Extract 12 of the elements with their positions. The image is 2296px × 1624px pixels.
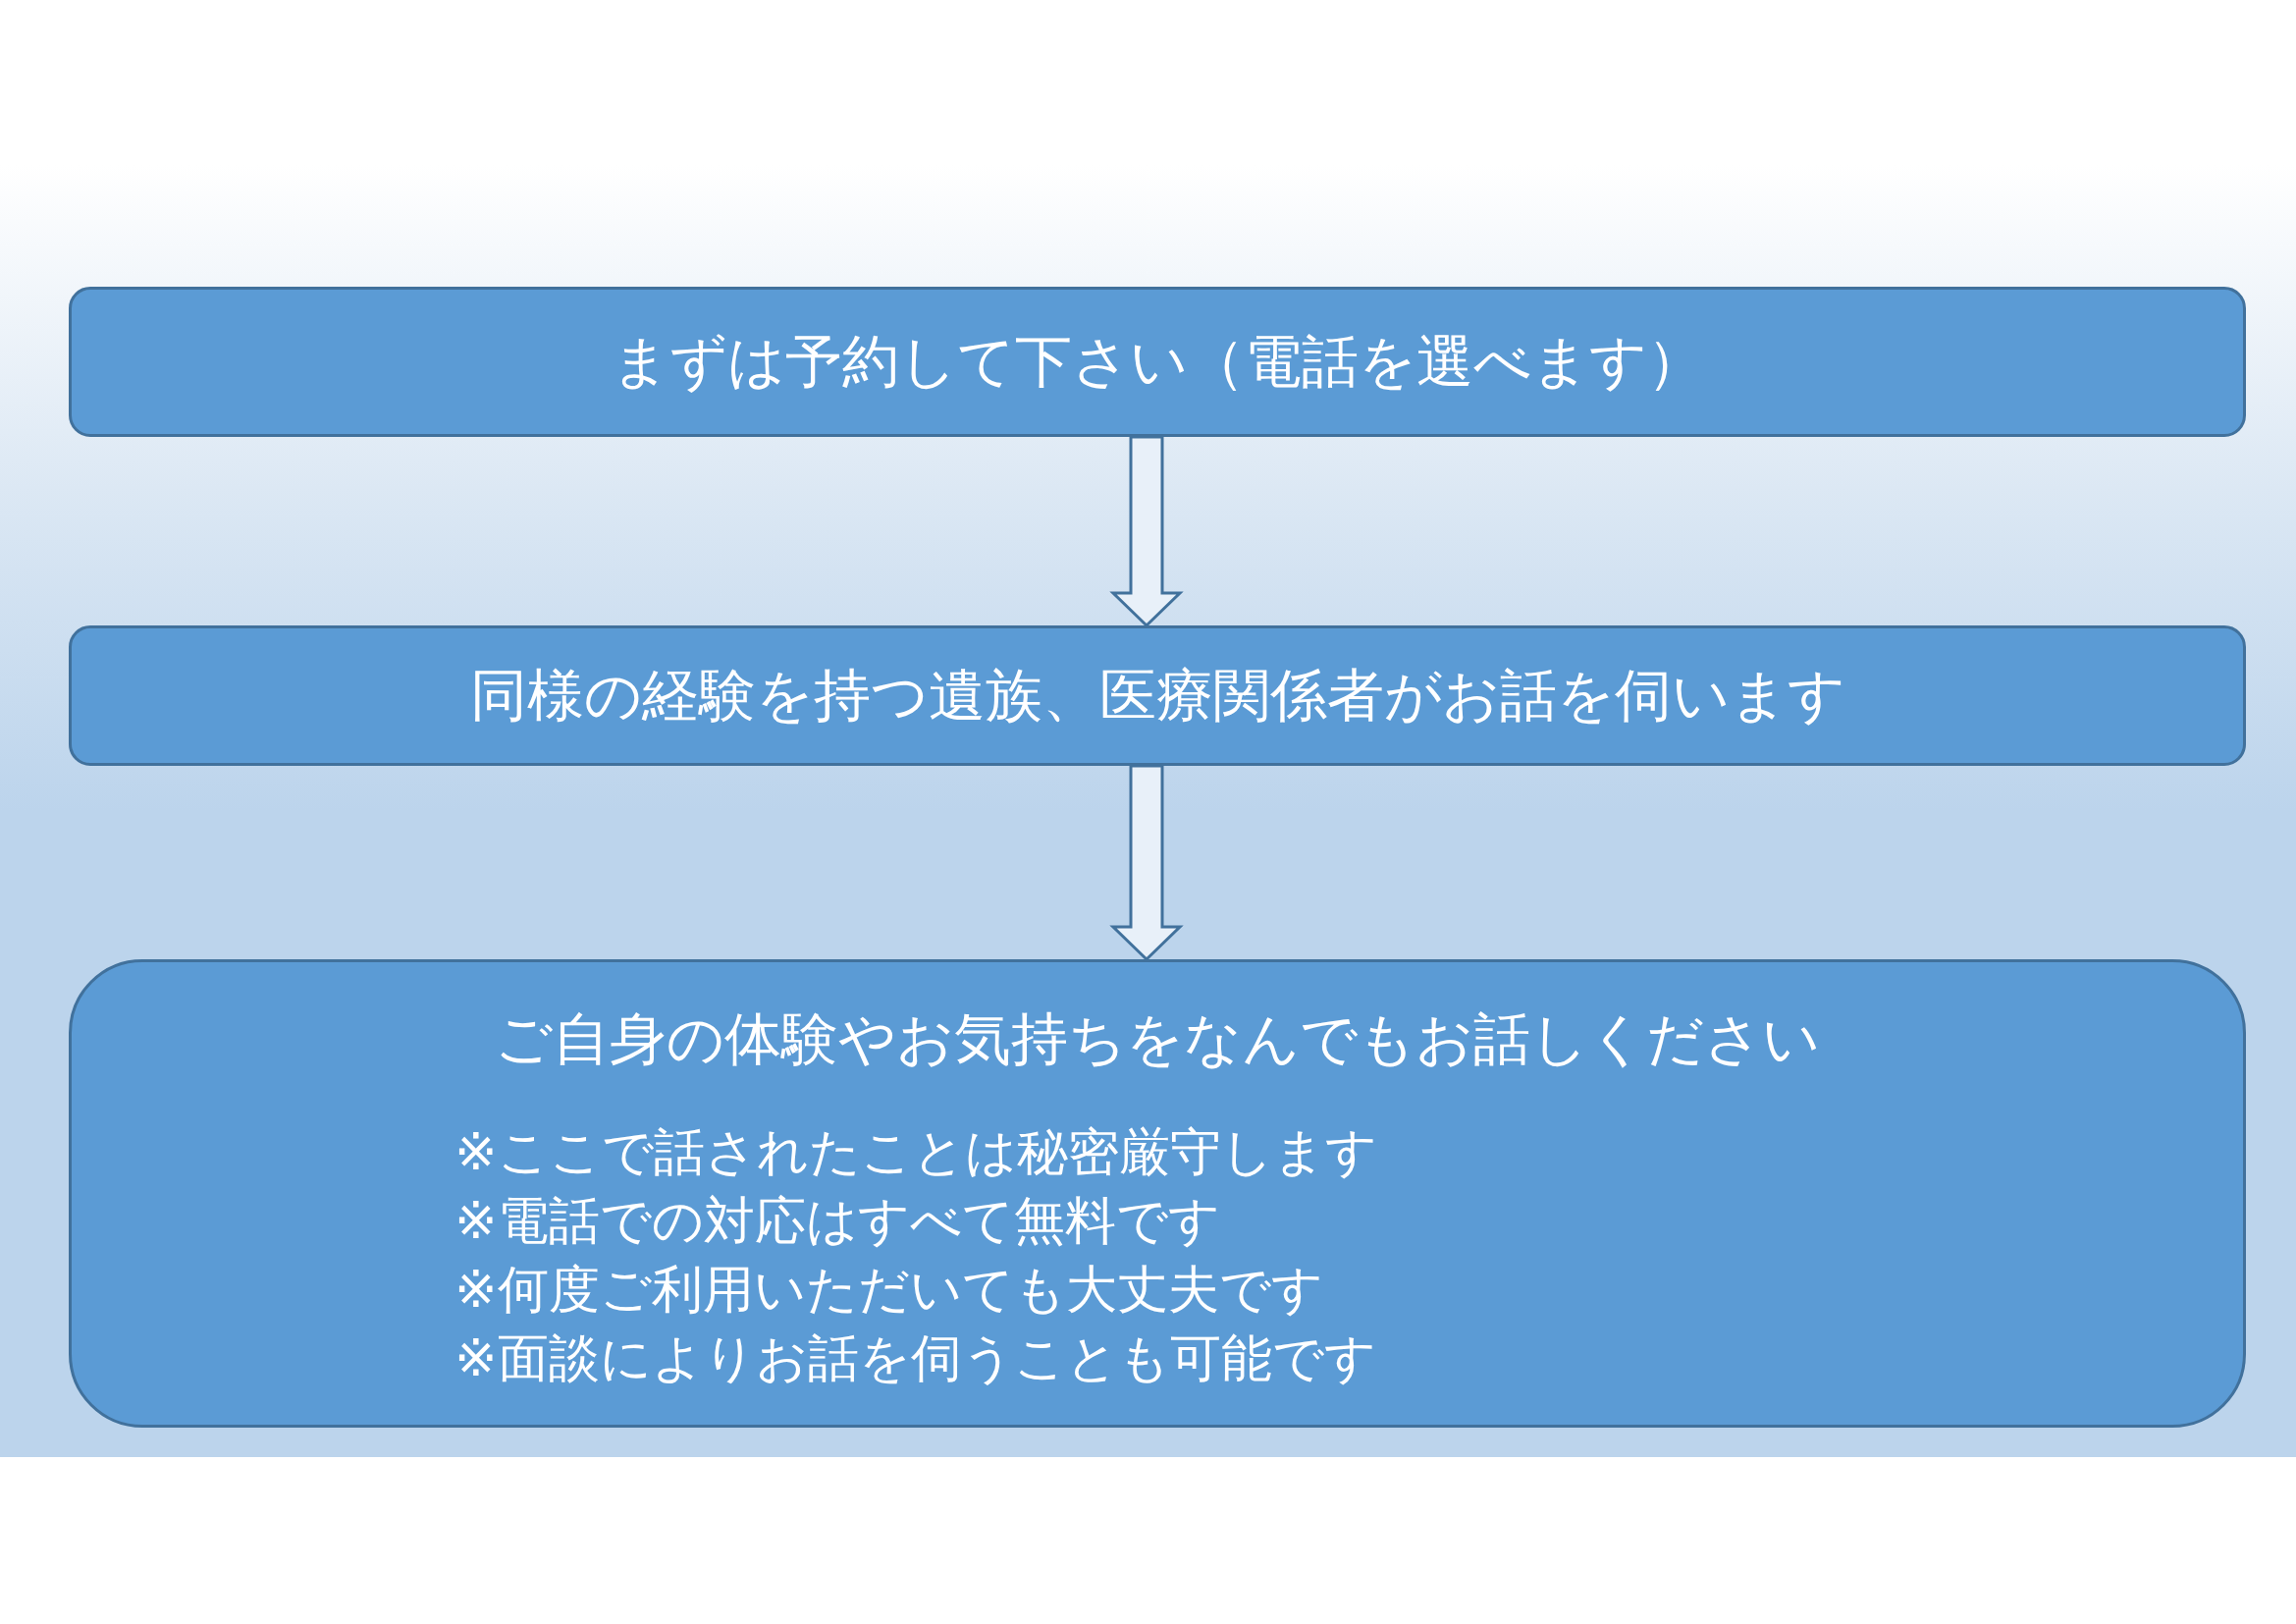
note-text: ※電話での対応はすべて無料です xyxy=(454,1190,1220,1252)
step-text: 同様の経験を持つ遺族、医療関係者がお話を伺います xyxy=(469,660,1845,731)
step-box xyxy=(69,287,2246,437)
block-arrow xyxy=(1109,435,1184,628)
note-text: ※面談によりお話を伺うことも可能です xyxy=(454,1327,1376,1389)
step-box xyxy=(69,959,2246,1428)
note-text: ※ここで話されたことは秘密厳守します xyxy=(454,1121,1377,1183)
note-text: ※何度ご利用いただいても大丈夫です xyxy=(454,1259,1323,1321)
step-text: ご自身の体験やお気持ちをなんでもお話しください xyxy=(495,1004,1820,1074)
step-text: まずは予約して下さい（電話を選べます） xyxy=(611,326,1704,397)
block-arrow xyxy=(1109,764,1184,962)
step-box xyxy=(69,625,2246,766)
